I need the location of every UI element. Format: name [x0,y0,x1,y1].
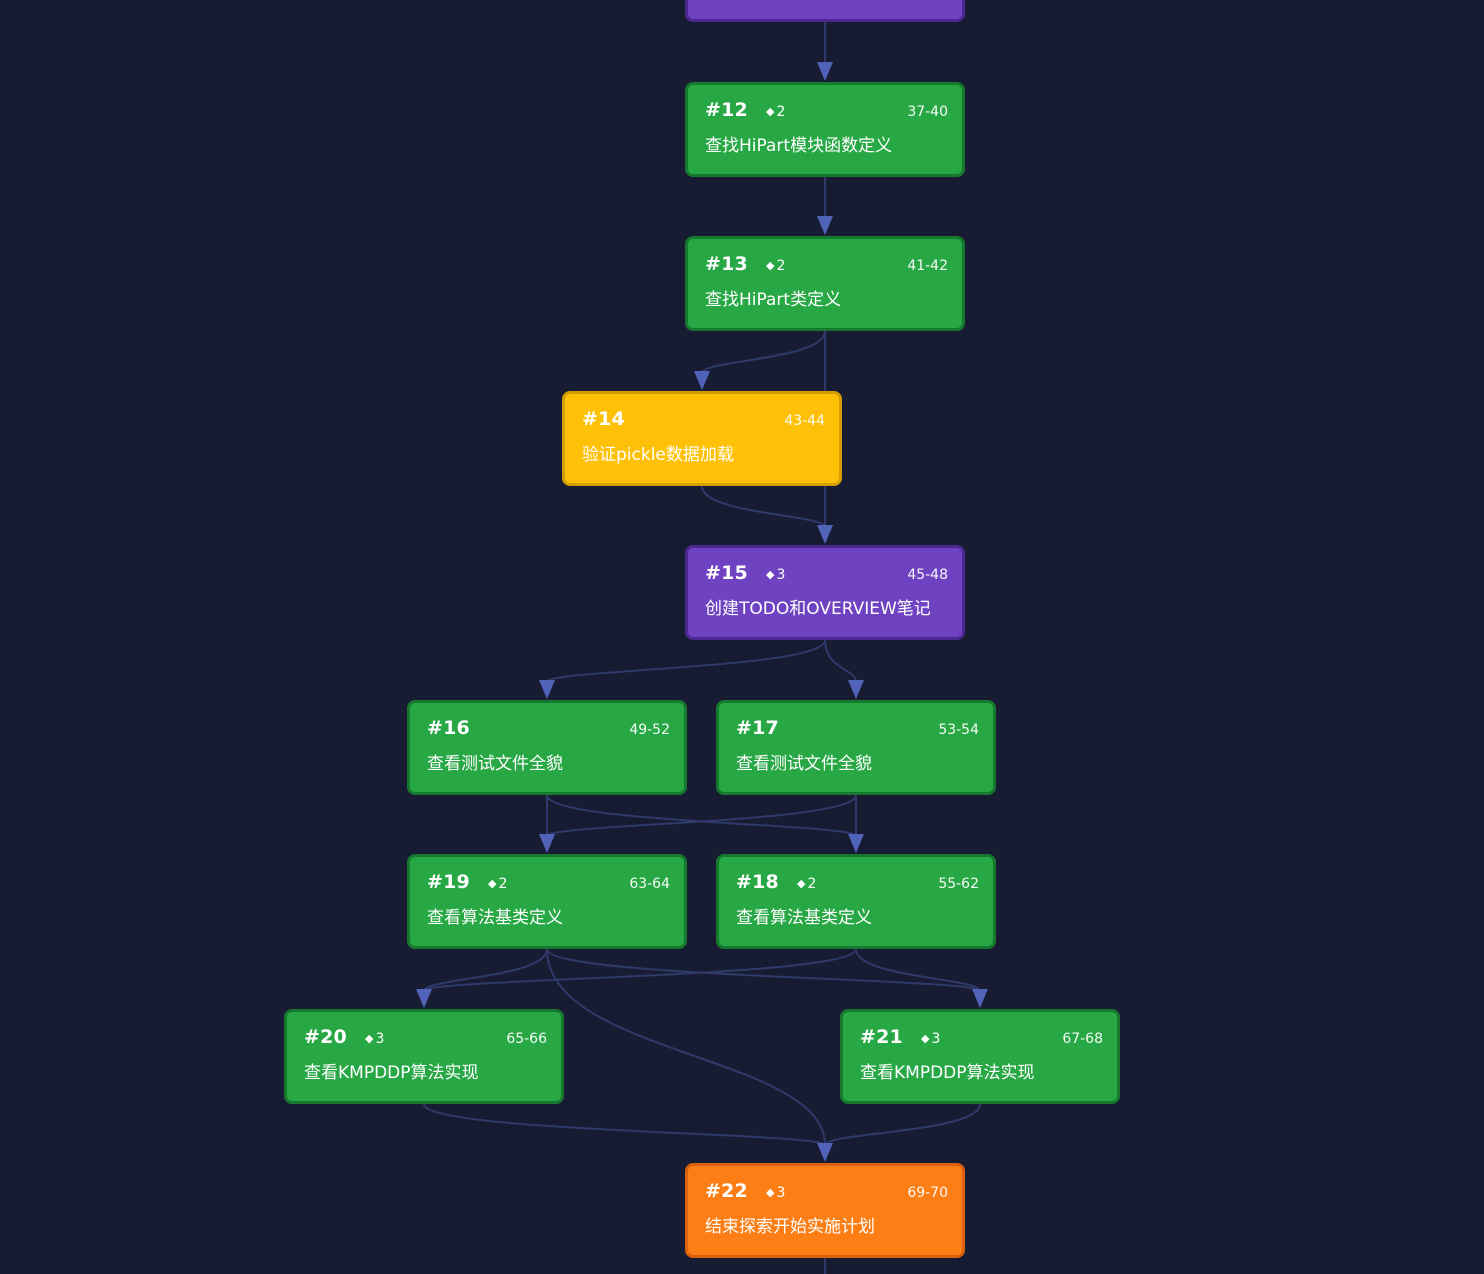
node-id: #12 [705,99,748,121]
node-label: 查看算法基类定义 [736,908,872,928]
arrowhead-21 [972,989,988,1008]
node-label: 查看算法基类定义 [427,908,563,928]
edge-18-21 [855,948,981,992]
diamond-icon: ◆ [766,259,775,272]
node-id: #15 [705,562,748,584]
edge-15-16 [546,639,826,683]
edge-18-20 [423,948,857,992]
node-badge: ◆2 [797,876,817,892]
node-18[interactable]: #18 ◆2 55-62 查看算法基类定义 [716,854,996,949]
node-range: 41-42 [907,258,948,274]
node-id: #14 [582,408,625,430]
node-range: 53-54 [938,722,979,738]
arrowhead-16 [539,680,555,699]
edge-19-20 [423,948,548,992]
node-badge: ◆3 [921,1031,941,1047]
node-badge: ◆3 [766,1185,786,1201]
node-id: #20 [304,1026,347,1048]
node-label: 查看KMPDDP算法实现 [860,1063,1035,1083]
diamond-icon: ◆ [921,1032,930,1045]
node-label: 查找HiPart模块函数定义 [705,136,893,156]
node-label: 结束探索开始实施计划 [705,1217,875,1237]
diamond-icon: ◆ [766,568,775,581]
node-19[interactable]: #19 ◆2 63-64 查看算法基类定义 [407,854,687,949]
node-range: 67-68 [1062,1031,1103,1047]
node-22[interactable]: #22 ◆3 69-70 结束探索开始实施计划 [685,1163,965,1258]
node-17[interactable]: #17 53-54 查看测试文件全貌 [716,700,996,795]
arrowhead-19 [539,834,555,853]
node-id: #16 [427,717,470,739]
edge-20-22 [423,1103,826,1146]
diamond-icon: ◆ [766,1186,775,1199]
arrowhead-13 [817,216,833,235]
node-label: 查看测试文件全貌 [427,754,563,774]
diamond-icon: ◆ [365,1032,374,1045]
edge-13-14 [701,330,826,374]
node-range: 45-48 [907,567,948,583]
arrowhead-20 [416,989,432,1008]
node-range: 65-66 [506,1031,547,1047]
node-range: 49-52 [629,722,670,738]
node-16[interactable]: #16 49-52 查看测试文件全貌 [407,700,687,795]
edge-21-22 [824,1103,981,1146]
edge-14-15 [701,485,826,528]
edge-16-18 [546,794,857,837]
node-badge: ◆3 [365,1031,385,1047]
edge-19-22 [546,948,826,1146]
node-badge: ◆2 [766,104,786,120]
node-badge: ◆2 [488,876,508,892]
node-range: 43-44 [784,413,825,429]
node-range: 69-70 [907,1185,948,1201]
node-id: #22 [705,1180,748,1202]
node-label: 查看KMPDDP算法实现 [304,1063,479,1083]
node-label: 验证pickle数据加载 [582,445,734,465]
diamond-icon: ◆ [797,877,806,890]
node-21[interactable]: #21 ◆3 67-68 查看KMPDDP算法实现 [840,1009,1120,1104]
node-id: #17 [736,717,779,739]
top-node[interactable] [685,0,965,22]
node-id: #19 [427,871,470,893]
arrowhead-14 [694,371,710,390]
node-id: #18 [736,871,779,893]
arrowhead-15 [817,525,833,544]
node-12[interactable]: #12 ◆2 37-40 查找HiPart模块函数定义 [685,82,965,177]
arrowhead-17 [848,680,864,699]
arrowhead-12 [817,62,833,81]
diamond-icon: ◆ [766,105,775,118]
node-id: #21 [860,1026,903,1048]
node-range: 63-64 [629,876,670,892]
node-15[interactable]: #15 ◆3 45-48 创建TODO和OVERVIEW笔记 [685,545,965,640]
node-range: 55-62 [938,876,979,892]
node-label: 查看测试文件全貌 [736,754,872,774]
arrowhead-18 [848,834,864,853]
node-badge: ◆2 [766,258,786,274]
node-label: 查找HiPart类定义 [705,290,842,310]
node-id: #13 [705,253,748,275]
node-range: 37-40 [907,104,948,120]
node-14[interactable]: #14 43-44 验证pickle数据加载 [562,391,842,486]
node-badge: ◆3 [766,567,786,583]
edge-15-17 [824,639,857,683]
edge-17-19 [546,794,857,837]
node-label: 创建TODO和OVERVIEW笔记 [705,599,931,619]
edge-19-21 [546,948,981,992]
arrowhead-22 [817,1143,833,1162]
diamond-icon: ◆ [488,877,497,890]
node-20[interactable]: #20 ◆3 65-66 查看KMPDDP算法实现 [284,1009,564,1104]
node-13[interactable]: #13 ◆2 41-42 查找HiPart类定义 [685,236,965,331]
